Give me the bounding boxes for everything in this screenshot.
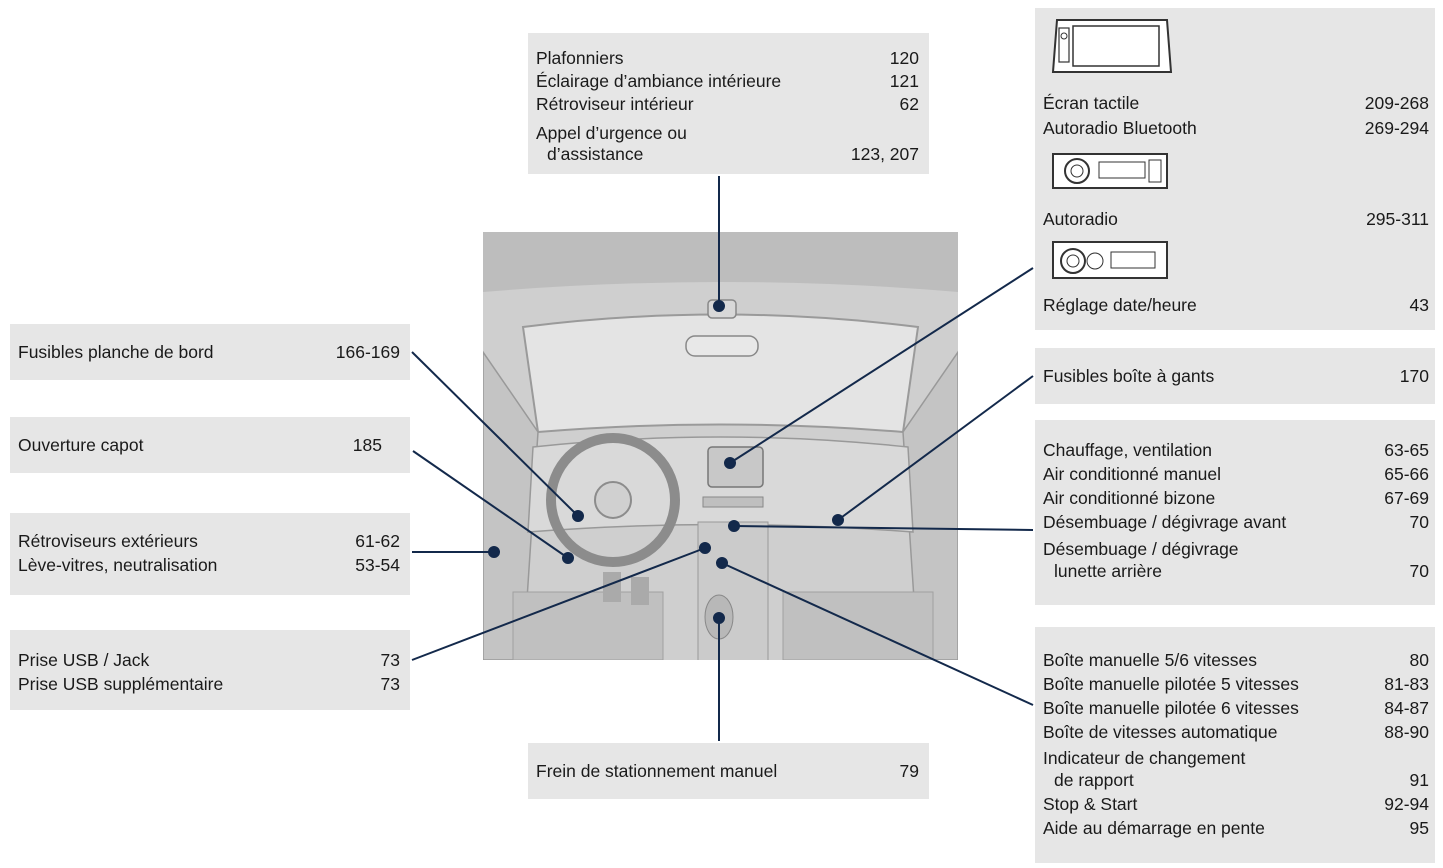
radio-bluetooth-icon: [1052, 153, 1168, 189]
radio-icon: [1052, 241, 1168, 279]
touchscreen-icon: [1051, 19, 1173, 73]
